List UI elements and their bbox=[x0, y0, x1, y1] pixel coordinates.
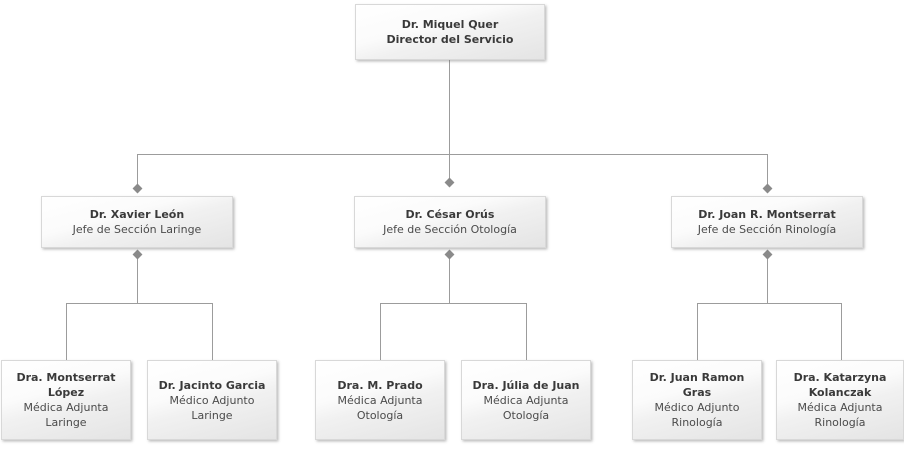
org-node-member: Dr. Juan Ramon Gras Médico Adjunto Rinol… bbox=[632, 360, 762, 440]
person-name: Dr. Xavier León bbox=[89, 208, 185, 221]
connector-diamond-icon bbox=[762, 249, 773, 260]
connector-line bbox=[767, 154, 768, 185]
connector-line bbox=[212, 303, 213, 360]
person-role: Médico Adjunto Rinología bbox=[654, 401, 740, 429]
org-node-member: Dra. Júlia de Juan Médica Adjunta Otolog… bbox=[461, 360, 591, 440]
connector-line bbox=[697, 303, 698, 360]
org-node-member: Dr. Jacinto Garcia Médico Adjunto Laring… bbox=[147, 360, 277, 440]
person-role: Jefe de Sección Rinología bbox=[697, 223, 837, 236]
connector-line bbox=[526, 303, 527, 360]
person-name: Dr. Joan R. Montserrat bbox=[698, 208, 836, 221]
org-node-member: Dra. Montserrat López Médica Adjunta Lar… bbox=[1, 360, 131, 440]
connector-line bbox=[449, 60, 450, 154]
person-role: Médico Adjunto Laringe bbox=[169, 393, 255, 422]
connector-diamond-icon bbox=[444, 177, 455, 188]
person-name: Dra. Katarzyna Kolanczak bbox=[793, 371, 887, 399]
person-name: Dr. César Orús bbox=[405, 208, 495, 221]
connector-line bbox=[380, 303, 381, 360]
connector-line bbox=[380, 303, 527, 304]
connector-line bbox=[767, 258, 768, 303]
org-node-section-head-rinologia: Dr. Joan R. Montserrat Jefe de Sección R… bbox=[671, 196, 863, 248]
connector-line bbox=[66, 303, 67, 360]
connector-line bbox=[841, 303, 842, 360]
person-name: Dr. Jacinto Garcia bbox=[158, 378, 266, 392]
person-name: Dra. Júlia de Juan bbox=[472, 378, 580, 392]
org-node-member: Dra. M. Prado Médica Adjunta Otología bbox=[315, 360, 445, 440]
org-node-section-head-otologia: Dr. César Orús Jefe de Sección Otología bbox=[354, 196, 546, 248]
connector-diamond-icon bbox=[762, 183, 773, 194]
person-name: Dr. Miquel Quer bbox=[401, 18, 499, 31]
connector-diamond-icon bbox=[132, 183, 143, 194]
connector-line bbox=[66, 303, 213, 304]
person-name: Dra. Montserrat López bbox=[16, 371, 116, 399]
person-role: Médica Adjunta Laringe bbox=[23, 401, 109, 429]
org-node-section-head-laringe: Dr. Xavier León Jefe de Sección Laringe bbox=[41, 196, 233, 248]
person-role: Médica Adjunta Rinología bbox=[797, 401, 883, 429]
org-node-director: Dr. Miquel Quer Director del Servicio bbox=[355, 4, 545, 60]
org-node-member: Dra. Katarzyna Kolanczak Médica Adjunta … bbox=[776, 360, 904, 440]
connector-line bbox=[449, 258, 450, 303]
person-role: Médica Adjunta Otología bbox=[483, 393, 569, 422]
person-role: Jefe de Sección Otología bbox=[383, 223, 517, 236]
person-role: Médica Adjunta Otología bbox=[337, 393, 423, 422]
connector-line bbox=[449, 154, 450, 179]
connector-line bbox=[137, 258, 138, 303]
connector-diamond-icon bbox=[132, 249, 143, 260]
person-name: Dr. Juan Ramon Gras bbox=[649, 371, 745, 399]
connector-diamond-icon bbox=[444, 249, 455, 260]
connector-line bbox=[697, 303, 842, 304]
person-role: Jefe de Sección Laringe bbox=[72, 223, 202, 236]
connector-line bbox=[137, 154, 768, 155]
connector-line bbox=[137, 154, 138, 185]
person-role: Director del Servicio bbox=[386, 33, 514, 46]
person-name: Dra. M. Prado bbox=[337, 378, 423, 392]
